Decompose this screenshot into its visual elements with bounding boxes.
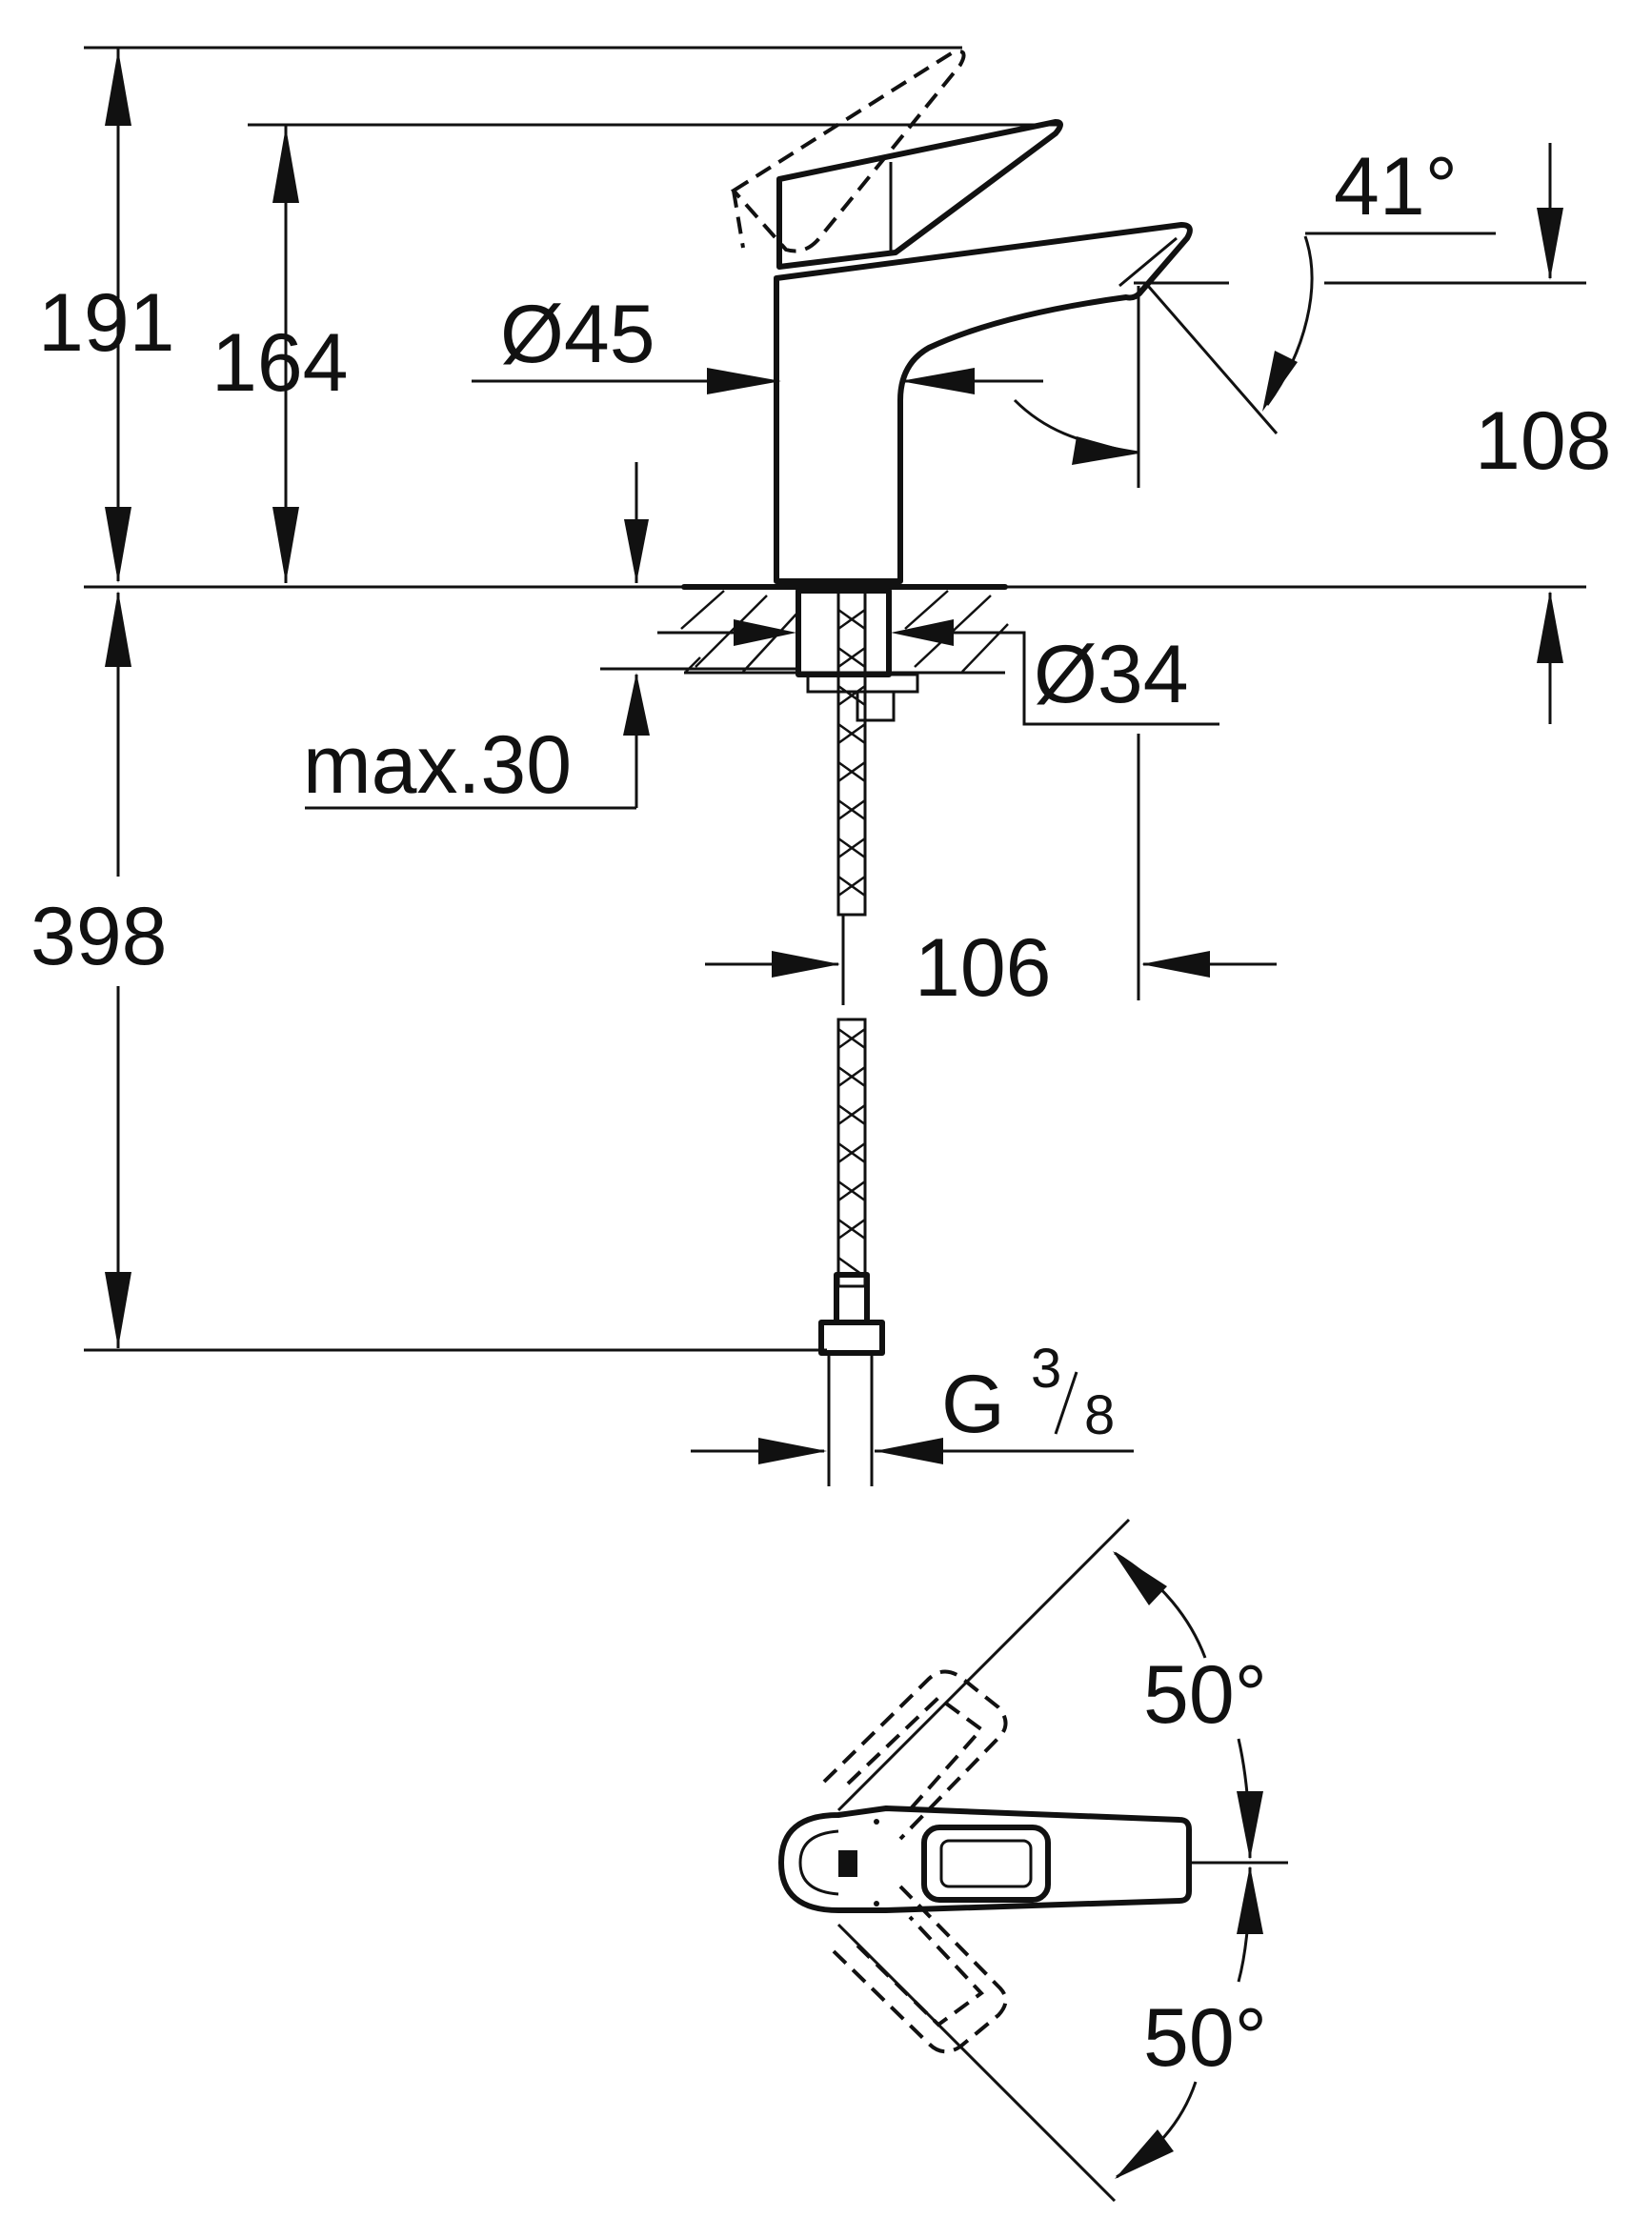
arrow-spout-swing <box>1072 436 1138 465</box>
arrow-191-top <box>105 50 131 126</box>
arrow-106-left <box>772 951 840 978</box>
dim-d45: Ø45 <box>500 289 655 380</box>
angle-41-ray <box>1146 285 1279 434</box>
arc-bottom-lower <box>1116 2081 1198 2179</box>
side-view: 191 164 Ø45 41° 108 <box>30 46 1612 1486</box>
arrow-106-right <box>1141 951 1210 978</box>
arrow-g-right <box>875 1438 943 1464</box>
arrow-d34-right <box>891 619 954 646</box>
screw-dot-top <box>874 1819 879 1825</box>
ray-top <box>836 1518 1131 1812</box>
arrow-108-top <box>1537 208 1563 280</box>
top-view: 50° 50° <box>778 1518 1288 2203</box>
handle-position-right-inner <box>856 1915 985 2027</box>
arrow-d45-left <box>707 368 781 394</box>
handle-position-right <box>832 1885 1008 2054</box>
handle-position-left <box>822 1669 1008 1841</box>
arrow-bottom-lower <box>1115 2129 1174 2179</box>
arrow-max30 <box>623 673 650 736</box>
d34-leader <box>996 631 1219 726</box>
screw-dot-bottom <box>874 1901 879 1906</box>
dim-108: 108 <box>1475 395 1612 487</box>
flexible-hose-upper <box>836 589 867 917</box>
dim-max30: max.30 <box>303 719 572 811</box>
arrow-41 <box>1262 351 1298 412</box>
arrow-191-bottom <box>105 507 131 583</box>
arrow-164-bottom <box>272 507 299 583</box>
dim-angle-41: 41° <box>1334 141 1458 232</box>
handle-top-recess <box>921 1825 1051 1903</box>
dim-191: 191 <box>38 277 175 369</box>
arrow-top-upper <box>1113 1551 1167 1605</box>
dim-angle-top: 50° <box>1143 1649 1267 1741</box>
flexible-hose-lower <box>836 1018 867 1288</box>
faucet-body <box>774 222 1193 584</box>
arrow-deck-top <box>624 519 649 583</box>
dim-164: 164 <box>212 317 349 409</box>
hose-nut <box>818 1320 885 1356</box>
spout-edge <box>1118 236 1178 288</box>
thread-fraction-slash <box>1054 1371 1078 1435</box>
faucet-handle <box>776 119 1063 270</box>
dim-angle-bottom: 50° <box>1143 1992 1267 2084</box>
dim-thread-g: G <box>941 1359 1005 1450</box>
arrow-398-bottom <box>105 1272 131 1348</box>
fixing-stud <box>856 690 896 722</box>
faucet-handle-raised <box>730 49 966 253</box>
handle-top-inner <box>939 1839 1033 1888</box>
dim-398: 398 <box>30 891 168 982</box>
handle-raised-edge <box>732 190 745 249</box>
handle-position-left-inner <box>846 1695 984 1817</box>
faucet-top-inner-curve <box>798 1829 839 1896</box>
dim-106: 106 <box>915 922 1052 1014</box>
arrow-g-left <box>758 1438 827 1464</box>
arrow-bottom-upper <box>1237 1866 1263 1934</box>
arrow-top-lower <box>1237 1791 1263 1860</box>
dim-thread-den: 8 <box>1084 1384 1115 1446</box>
faucet-top-body <box>778 1805 1192 1913</box>
arrow-d34-left <box>734 619 796 646</box>
dim-thread-num: 3 <box>1031 1338 1061 1400</box>
arrow-398-top <box>105 591 131 667</box>
indicator-icon <box>838 1850 857 1877</box>
arrow-164-top <box>272 127 299 203</box>
hose-ferrule <box>834 1272 870 1325</box>
dim-d34: Ø34 <box>1034 629 1189 720</box>
arrow-108-bottom <box>1537 591 1563 663</box>
arrow-d45-right <box>900 368 975 394</box>
